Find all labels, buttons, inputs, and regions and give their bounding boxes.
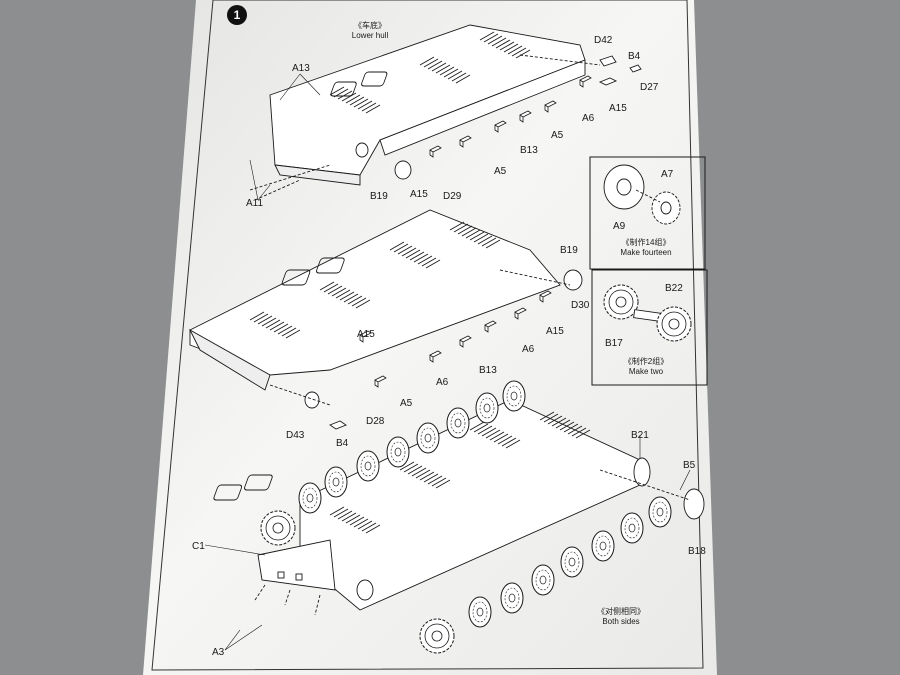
make-two-caption-en: Make two	[629, 367, 664, 376]
part-label: A6	[522, 344, 535, 355]
part-label: A7	[661, 169, 674, 180]
part-label: B4	[336, 438, 349, 449]
lower-hull-top-drawing	[249, 24, 642, 201]
make-two-caption-cn: 《制作2组》	[624, 356, 668, 366]
part-label: A5	[494, 166, 507, 177]
part-label: A13	[292, 63, 310, 74]
part-label: B13	[479, 365, 497, 376]
hull-middle-labels: B19 D30 A15 A6 A15 A6 B13 A5 D28 D43 B4	[286, 245, 590, 449]
part-label: B18	[688, 546, 706, 557]
part-label: D30	[571, 300, 590, 311]
make-fourteen-caption-cn: 《制作14组》	[622, 237, 671, 247]
lower-hull-middle-drawing	[188, 209, 583, 430]
inset-road-wheel: A7 A9 《制作14组》 Make fourteen	[589, 156, 706, 270]
both-sides-caption-en: Both sides	[602, 617, 639, 626]
part-label: D27	[640, 82, 659, 93]
part-label: A9	[613, 221, 626, 232]
part-label: A11	[246, 198, 263, 209]
leader-lines	[204, 73, 691, 651]
part-label: A6	[436, 377, 449, 388]
part-label: D42	[594, 35, 613, 46]
part-label: B4	[628, 51, 641, 62]
step-badge: 1	[227, 5, 247, 25]
page-frame	[151, 0, 704, 671]
hull-top-labels: 《车底》 Lower hull A13 A11 B19 A15 D29 A5 B…	[246, 20, 659, 209]
part-label: B5	[683, 460, 696, 471]
part-label: C1	[192, 541, 205, 552]
part-label: B19	[560, 245, 578, 256]
part-label: B22	[665, 283, 683, 294]
lower-hull-bottom-drawing	[213, 380, 705, 654]
inset-sprocket: B22 B17 《制作2组》 Make two	[591, 269, 708, 386]
part-label: A6	[582, 113, 595, 124]
make-fourteen-caption-en: Make fourteen	[620, 248, 671, 257]
part-label: A5	[400, 398, 413, 409]
part-label: A15	[357, 329, 375, 340]
part-label: A15	[410, 189, 428, 200]
lower-hull-caption-cn: 《车底》	[354, 20, 386, 30]
part-label: A3	[212, 647, 225, 658]
lower-hull-caption-en: Lower hull	[352, 31, 389, 40]
step-number: 1	[234, 8, 241, 22]
part-label: D29	[443, 191, 462, 202]
part-label: A15	[546, 326, 564, 337]
part-label: B17	[605, 338, 623, 349]
part-label: B13	[520, 145, 538, 156]
both-sides-caption-cn: 《对侧相同》	[597, 606, 645, 616]
part-label: B19	[370, 191, 388, 202]
part-label: A5	[551, 130, 564, 141]
part-label: A15	[609, 103, 627, 114]
part-label: D28	[366, 416, 385, 427]
part-label: D43	[286, 430, 305, 441]
